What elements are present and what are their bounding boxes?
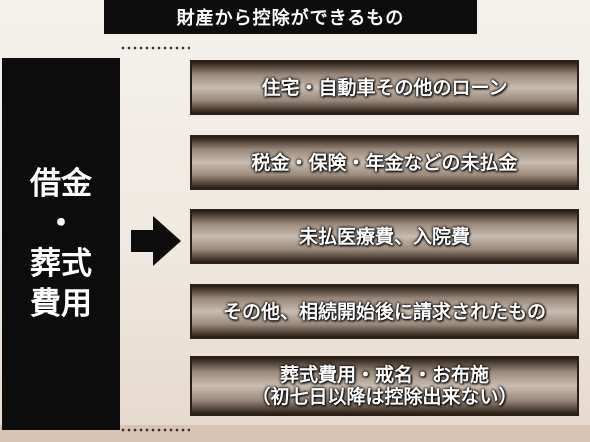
category-box: 借金 ・ 葬式 費用 bbox=[2, 58, 120, 430]
right-arrow-icon bbox=[131, 216, 181, 266]
deductible-item-loans: 住宅・自動車その他のローン bbox=[190, 60, 579, 115]
dotted-connector-bottom bbox=[120, 428, 190, 432]
deductible-item-unpaid-taxes: 税金・保険・年金などの未払金 bbox=[190, 135, 579, 190]
item-text: 税金・保険・年金などの未払金 bbox=[251, 151, 518, 174]
category-label: 借金 ・ 葬式 費用 bbox=[30, 164, 92, 324]
category-label-line4: 費用 bbox=[30, 286, 92, 322]
item-text-line1: 葬式費用・戒名・お布施 bbox=[279, 364, 489, 386]
diagram-title: 財産から控除ができるもの bbox=[104, 0, 477, 34]
deductible-item-other-claims: その他、相続開始後に請求されたもの bbox=[190, 284, 579, 339]
dotted-connector-top bbox=[120, 46, 190, 50]
category-label-line2: ・ bbox=[45, 206, 77, 242]
deductible-item-funeral: 葬式費用・戒名・お布施 （初七日以降は控除出来ない） bbox=[190, 356, 579, 416]
category-label-line1: 借金 bbox=[30, 166, 92, 202]
item-text: 住宅・自動車その他のローン bbox=[261, 76, 508, 99]
deductible-item-medical: 未払医療費、入院費 bbox=[190, 209, 579, 264]
item-text-line2: （初七日以降は控除出来ない） bbox=[251, 386, 518, 408]
item-text: 未払医療費、入院費 bbox=[298, 225, 470, 248]
category-label-line3: 葬式 bbox=[30, 246, 92, 282]
item-text: その他、相続開始後に請求されたもの bbox=[222, 300, 546, 323]
item-text: 葬式費用・戒名・お布施 （初七日以降は控除出来ない） bbox=[251, 364, 517, 408]
